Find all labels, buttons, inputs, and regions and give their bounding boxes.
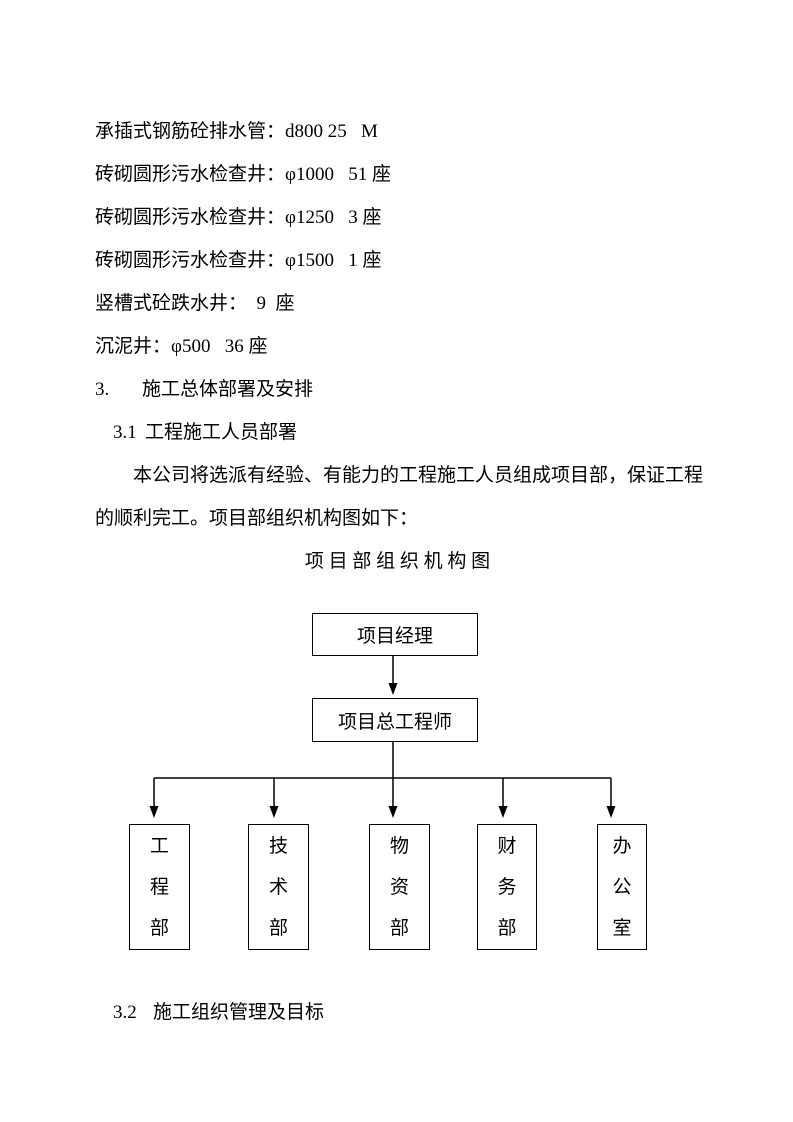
org-chart-node-finance-dept: 财务部 xyxy=(477,824,537,950)
spec-line-manhole-1500: 砖砌圆形污水检查井：φ1500 1 座 xyxy=(95,250,382,271)
org-chart-title: 项 目 部 组 织 机 构 图 xyxy=(304,551,491,572)
dept-char: 务 xyxy=(497,876,517,898)
org-chart-node-office: 办公室 xyxy=(597,824,647,950)
spec-line-drop-well: 竖槽式砼跌水井： 9 座 xyxy=(95,293,295,314)
spec-line-manhole-1000: 砖砌圆形污水检查井：φ1000 51 座 xyxy=(95,164,391,185)
dept-char: 术 xyxy=(268,876,288,898)
dept-char: 部 xyxy=(389,917,409,939)
org-chart-connector-lines xyxy=(149,656,616,818)
dept-char: 办 xyxy=(612,835,632,857)
section-heading-3-2: 3.2 施工组织管理及目标 xyxy=(113,991,700,1034)
section-title-3: 施工总体部署及安排 xyxy=(142,379,314,400)
arrowheads xyxy=(149,683,616,818)
paragraph-line-2: 的顺利完工。项目部组织机构图如下： xyxy=(95,508,419,529)
dept-char: 技 xyxy=(268,835,288,857)
section-number-3: 3. xyxy=(95,379,110,400)
org-chart-node-technology-dept: 技术部 xyxy=(248,824,309,950)
document-content: 承插式钢筋砼排水管：d800 25 M 砖砌圆形污水检查井：φ1000 51 座… xyxy=(95,121,704,1034)
spec-line-silt-well: 沉泥井：φ500 36 座 xyxy=(95,336,268,357)
dept-char: 部 xyxy=(149,917,169,939)
dept-char: 物 xyxy=(389,835,409,857)
org-chart-node-chief-engineer: 项目总工程师 xyxy=(312,698,478,742)
section-heading-3: 3. 施工总体部署及安排 xyxy=(95,368,700,411)
section-title-3-1: 工程施工人员部署 xyxy=(145,422,298,443)
org-chart-node-engineering-dept: 工程部 xyxy=(129,824,190,950)
spec-line-manhole-1250: 砖砌圆形污水检查井：φ1250 3 座 xyxy=(95,207,382,228)
section-title-3-2: 施工组织管理及目标 xyxy=(153,1002,325,1023)
dept-char: 室 xyxy=(612,917,632,939)
dept-char: 部 xyxy=(268,917,288,939)
org-chart-node-materials-dept: 物资部 xyxy=(369,824,430,950)
spec-line-pipe: 承插式钢筋砼排水管：d800 25 M xyxy=(95,121,378,142)
dept-char: 工 xyxy=(149,835,169,857)
paragraph-line-1: 本公司将选派有经验、有能力的工程施工人员组成项目部，保证工程 xyxy=(133,465,704,486)
org-chart-node-project-manager: 项目经理 xyxy=(312,613,478,656)
dept-char: 资 xyxy=(389,876,409,898)
org-chart: 项目经理 项目总工程师 工程部 技术部 物资部 财务部 办公室 xyxy=(95,583,700,991)
dept-char: 部 xyxy=(497,917,517,939)
dept-char: 程 xyxy=(149,876,169,898)
section-number-3-1: 3.1 xyxy=(113,422,137,443)
section-number-3-2: 3.2 xyxy=(113,1002,137,1023)
dept-char: 公 xyxy=(612,876,632,898)
section-heading-3-1: 3.1 工程施工人员部署 xyxy=(113,411,700,454)
dept-char: 财 xyxy=(497,835,517,857)
